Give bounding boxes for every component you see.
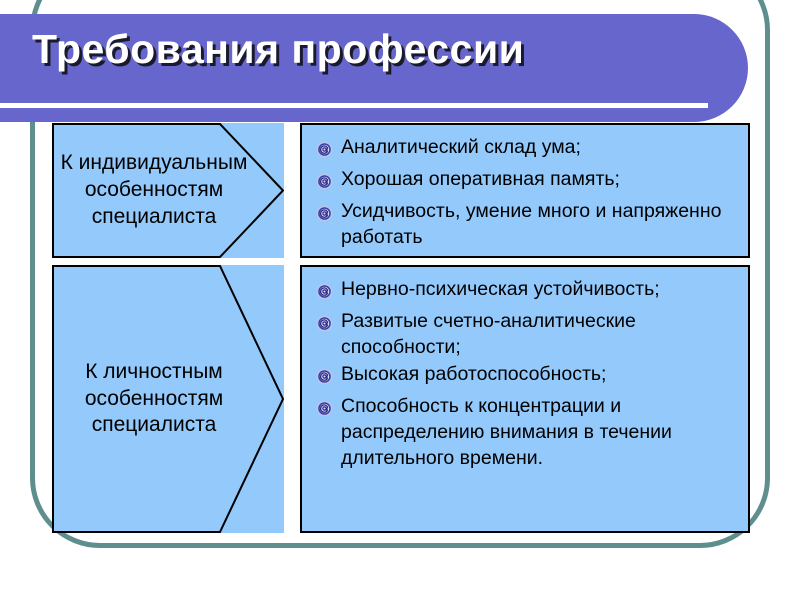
list-item: Развитые счетно-аналитические способност… [312, 309, 740, 361]
at-circle-bullet-icon [312, 140, 336, 166]
requirements-box-personal: Нервно-психическая устойчивость; Развиты… [300, 265, 750, 533]
list-item: Хорошая оперативная память; [312, 167, 740, 198]
list-item-text: Аналитический склад ума; [341, 136, 581, 158]
list-item-text: Усидчивость, умение много и напряженно р… [341, 199, 722, 248]
at-circle-bullet-icon [312, 282, 336, 308]
at-circle-bullet-icon [312, 172, 336, 198]
list-item: Усидчивость, умение много и напряженно р… [312, 199, 740, 251]
list-item-text: Способность к концентрации и распределен… [341, 394, 672, 469]
title-underline [0, 103, 708, 108]
list-item: Нервно-психическая устойчивость; [312, 277, 740, 308]
pentagon-arrow-shape [52, 265, 284, 533]
requirements-list-personal: Нервно-психическая устойчивость; Развиты… [312, 277, 740, 471]
at-circle-bullet-icon [312, 314, 336, 340]
category-shape-personal: К личностным особенностям специалиста [52, 265, 284, 533]
list-item-text: Нервно-психическая устойчивость; [341, 278, 660, 300]
pentagon-arrow-shape [52, 123, 284, 258]
list-item: Способность к концентрации и распределен… [312, 394, 740, 472]
at-circle-bullet-icon [312, 204, 336, 230]
list-item: Высокая работоспособность; [312, 362, 740, 393]
list-item-text: Высокая работоспособность; [341, 362, 607, 385]
at-circle-bullet-icon [312, 367, 336, 393]
list-item-text: Хорошая оперативная память; [341, 167, 620, 190]
category-shape-individual: К индивидуальным особенностям специалист… [52, 123, 284, 258]
category-shape-personal-label: К личностным особенностям специалиста [84, 359, 224, 437]
category-shape-individual-label: К индивидуальным особенностям специалист… [60, 151, 248, 228]
list-item-text: Развитые счетно-аналитические способност… [341, 309, 636, 358]
page-title: Требования профессии [32, 26, 525, 72]
list-item: Аналитический склад ума; [312, 135, 740, 166]
requirements-list-individual: Аналитический склад ума; Хорошая операти… [312, 135, 740, 251]
at-circle-bullet-icon [312, 399, 336, 425]
requirements-box-individual: Аналитический склад ума; Хорошая операти… [300, 123, 750, 258]
